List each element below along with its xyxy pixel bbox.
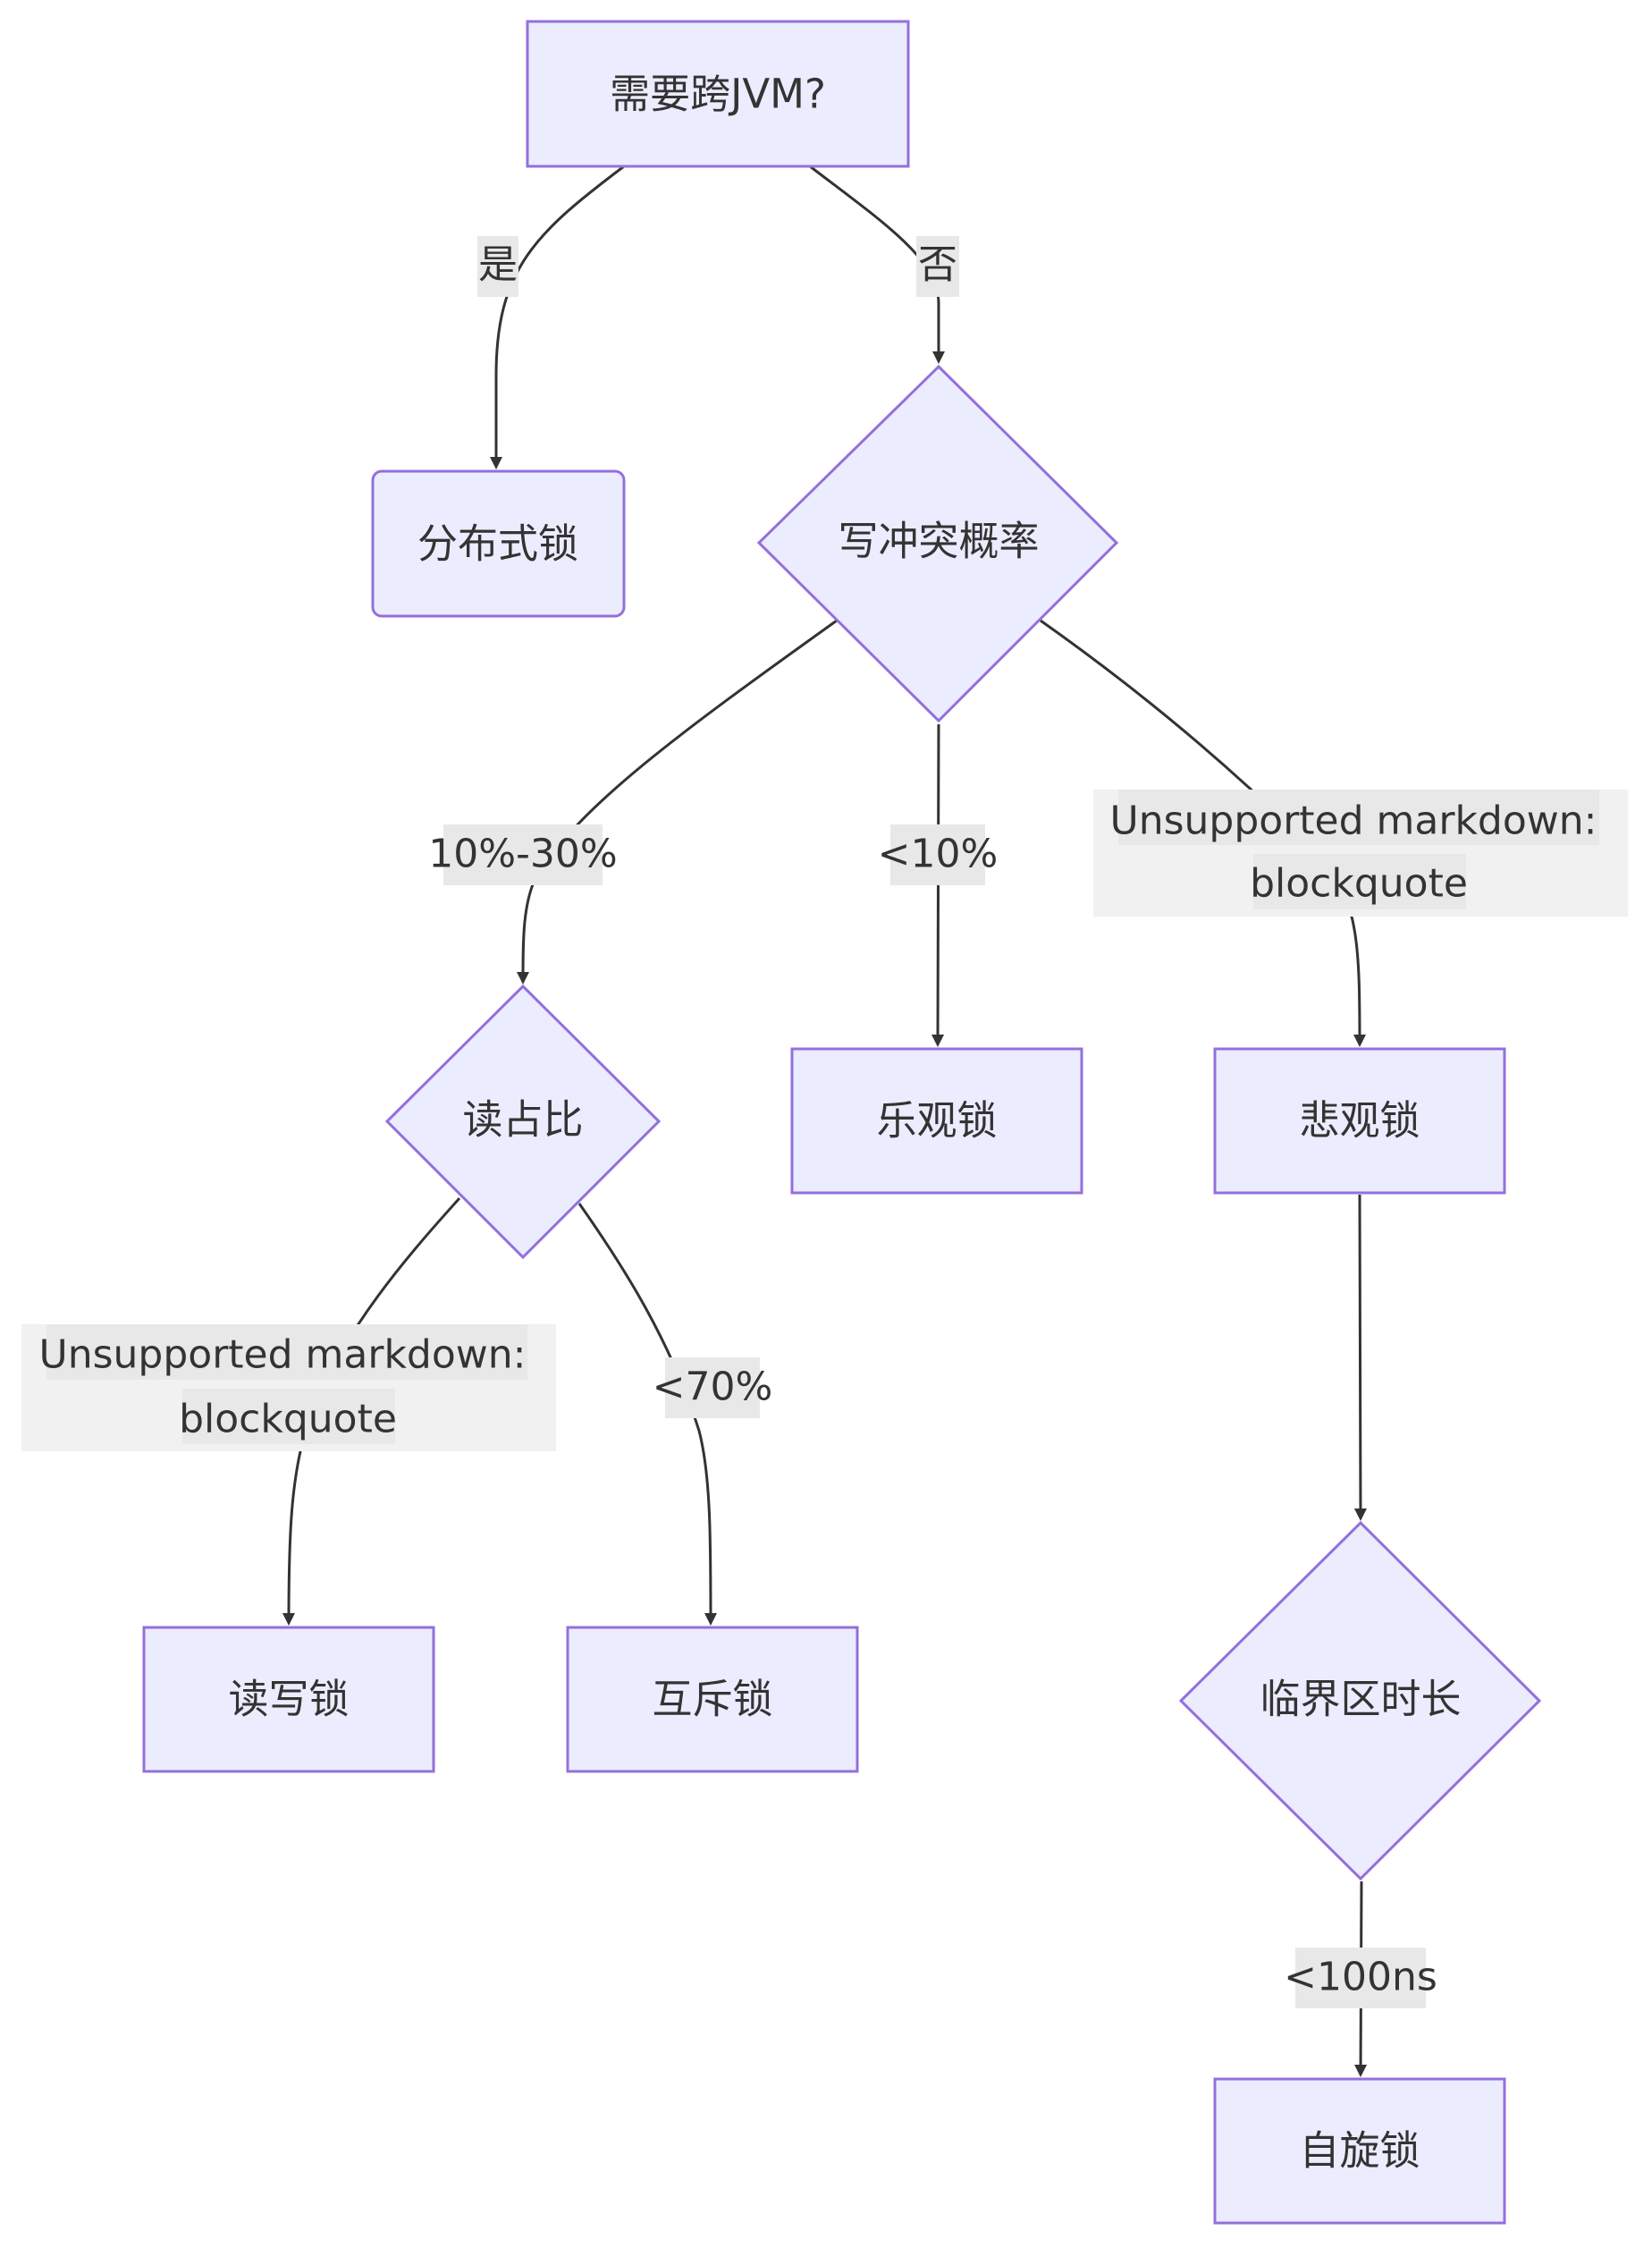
edge-label-unsupported-1: Unsupported markdown: blockquote — [1093, 790, 1628, 917]
edge-label-unsupported-1-line1: Unsupported markdown: — [1110, 799, 1597, 844]
node-optimistic-lock-label: 乐观锁 — [876, 1097, 997, 1145]
edge-pessimistic-to-critical — [1353, 1194, 1367, 1521]
node-rw-lock-label: 读写锁 — [228, 1676, 349, 1723]
edge-label-lt-10-text: <10% — [878, 832, 999, 877]
node-pessimistic-lock-label: 悲观锁 — [1299, 1097, 1420, 1145]
node-mutex-lock: 互斥锁 — [566, 1626, 859, 1773]
edge-label-unsupported-2-line2: blockquote — [179, 1397, 397, 1442]
node-critical-section-duration-label: 临界区时长 — [1260, 1676, 1461, 1723]
edge-write-conflict-to-read-ratio — [517, 619, 838, 985]
edge-label-lt-70-text: <70% — [653, 1365, 773, 1410]
edge-label-no-text: 否 — [918, 242, 957, 288]
node-distributed-lock: 分布式锁 — [371, 469, 626, 618]
node-rw-lock: 读写锁 — [142, 1626, 435, 1773]
node-need-cross-jvm: 需要跨JVM? — [526, 20, 910, 168]
edge-read-ratio-to-mutex — [577, 1203, 717, 1626]
edge-label-10-30: 10%-30% — [428, 824, 618, 885]
node-spin-lock: 自旋锁 — [1213, 2077, 1506, 2225]
node-read-ratio-label: 读占比 — [462, 1096, 583, 1144]
edge-label-yes: 是 — [477, 236, 518, 297]
edge-label-lt-100ns-text: <100ns — [1284, 1955, 1437, 2000]
edge-label-10-30-text: 10%-30% — [428, 832, 617, 877]
node-write-conflict-rate-label: 写冲突概率 — [838, 518, 1039, 565]
edge-label-yes-text: 是 — [478, 242, 518, 288]
edge-label-unsupported-1-line2: blockquote — [1250, 861, 1468, 907]
edge-label-unsupported-2-line1: Unsupported markdown: — [39, 1332, 527, 1378]
node-distributed-lock-label: 分布式锁 — [417, 520, 578, 568]
node-mutex-lock-label: 互斥锁 — [652, 1676, 772, 1723]
node-pessimistic-lock: 悲观锁 — [1213, 1047, 1506, 1195]
edge-label-unsupported-2: Unsupported markdown: blockquote — [21, 1324, 556, 1451]
node-read-ratio: 读占比 — [384, 984, 662, 1260]
node-need-cross-jvm-label: 需要跨JVM? — [610, 71, 826, 118]
node-spin-lock-label: 自旋锁 — [1299, 2127, 1420, 2175]
edge-label-lt-100ns: <100ns — [1284, 1948, 1437, 2008]
node-critical-section-duration: 临界区时长 — [1178, 1520, 1542, 1881]
edge-label-no: 否 — [916, 236, 959, 297]
edge-label-lt-70: <70% — [653, 1357, 773, 1418]
node-write-conflict-rate: 写冲突概率 — [756, 364, 1119, 723]
edge-label-lt-10: <10% — [878, 824, 999, 885]
node-optimistic-lock: 乐观锁 — [790, 1047, 1083, 1195]
edge-cross-jvm-to-distributed — [490, 165, 625, 469]
